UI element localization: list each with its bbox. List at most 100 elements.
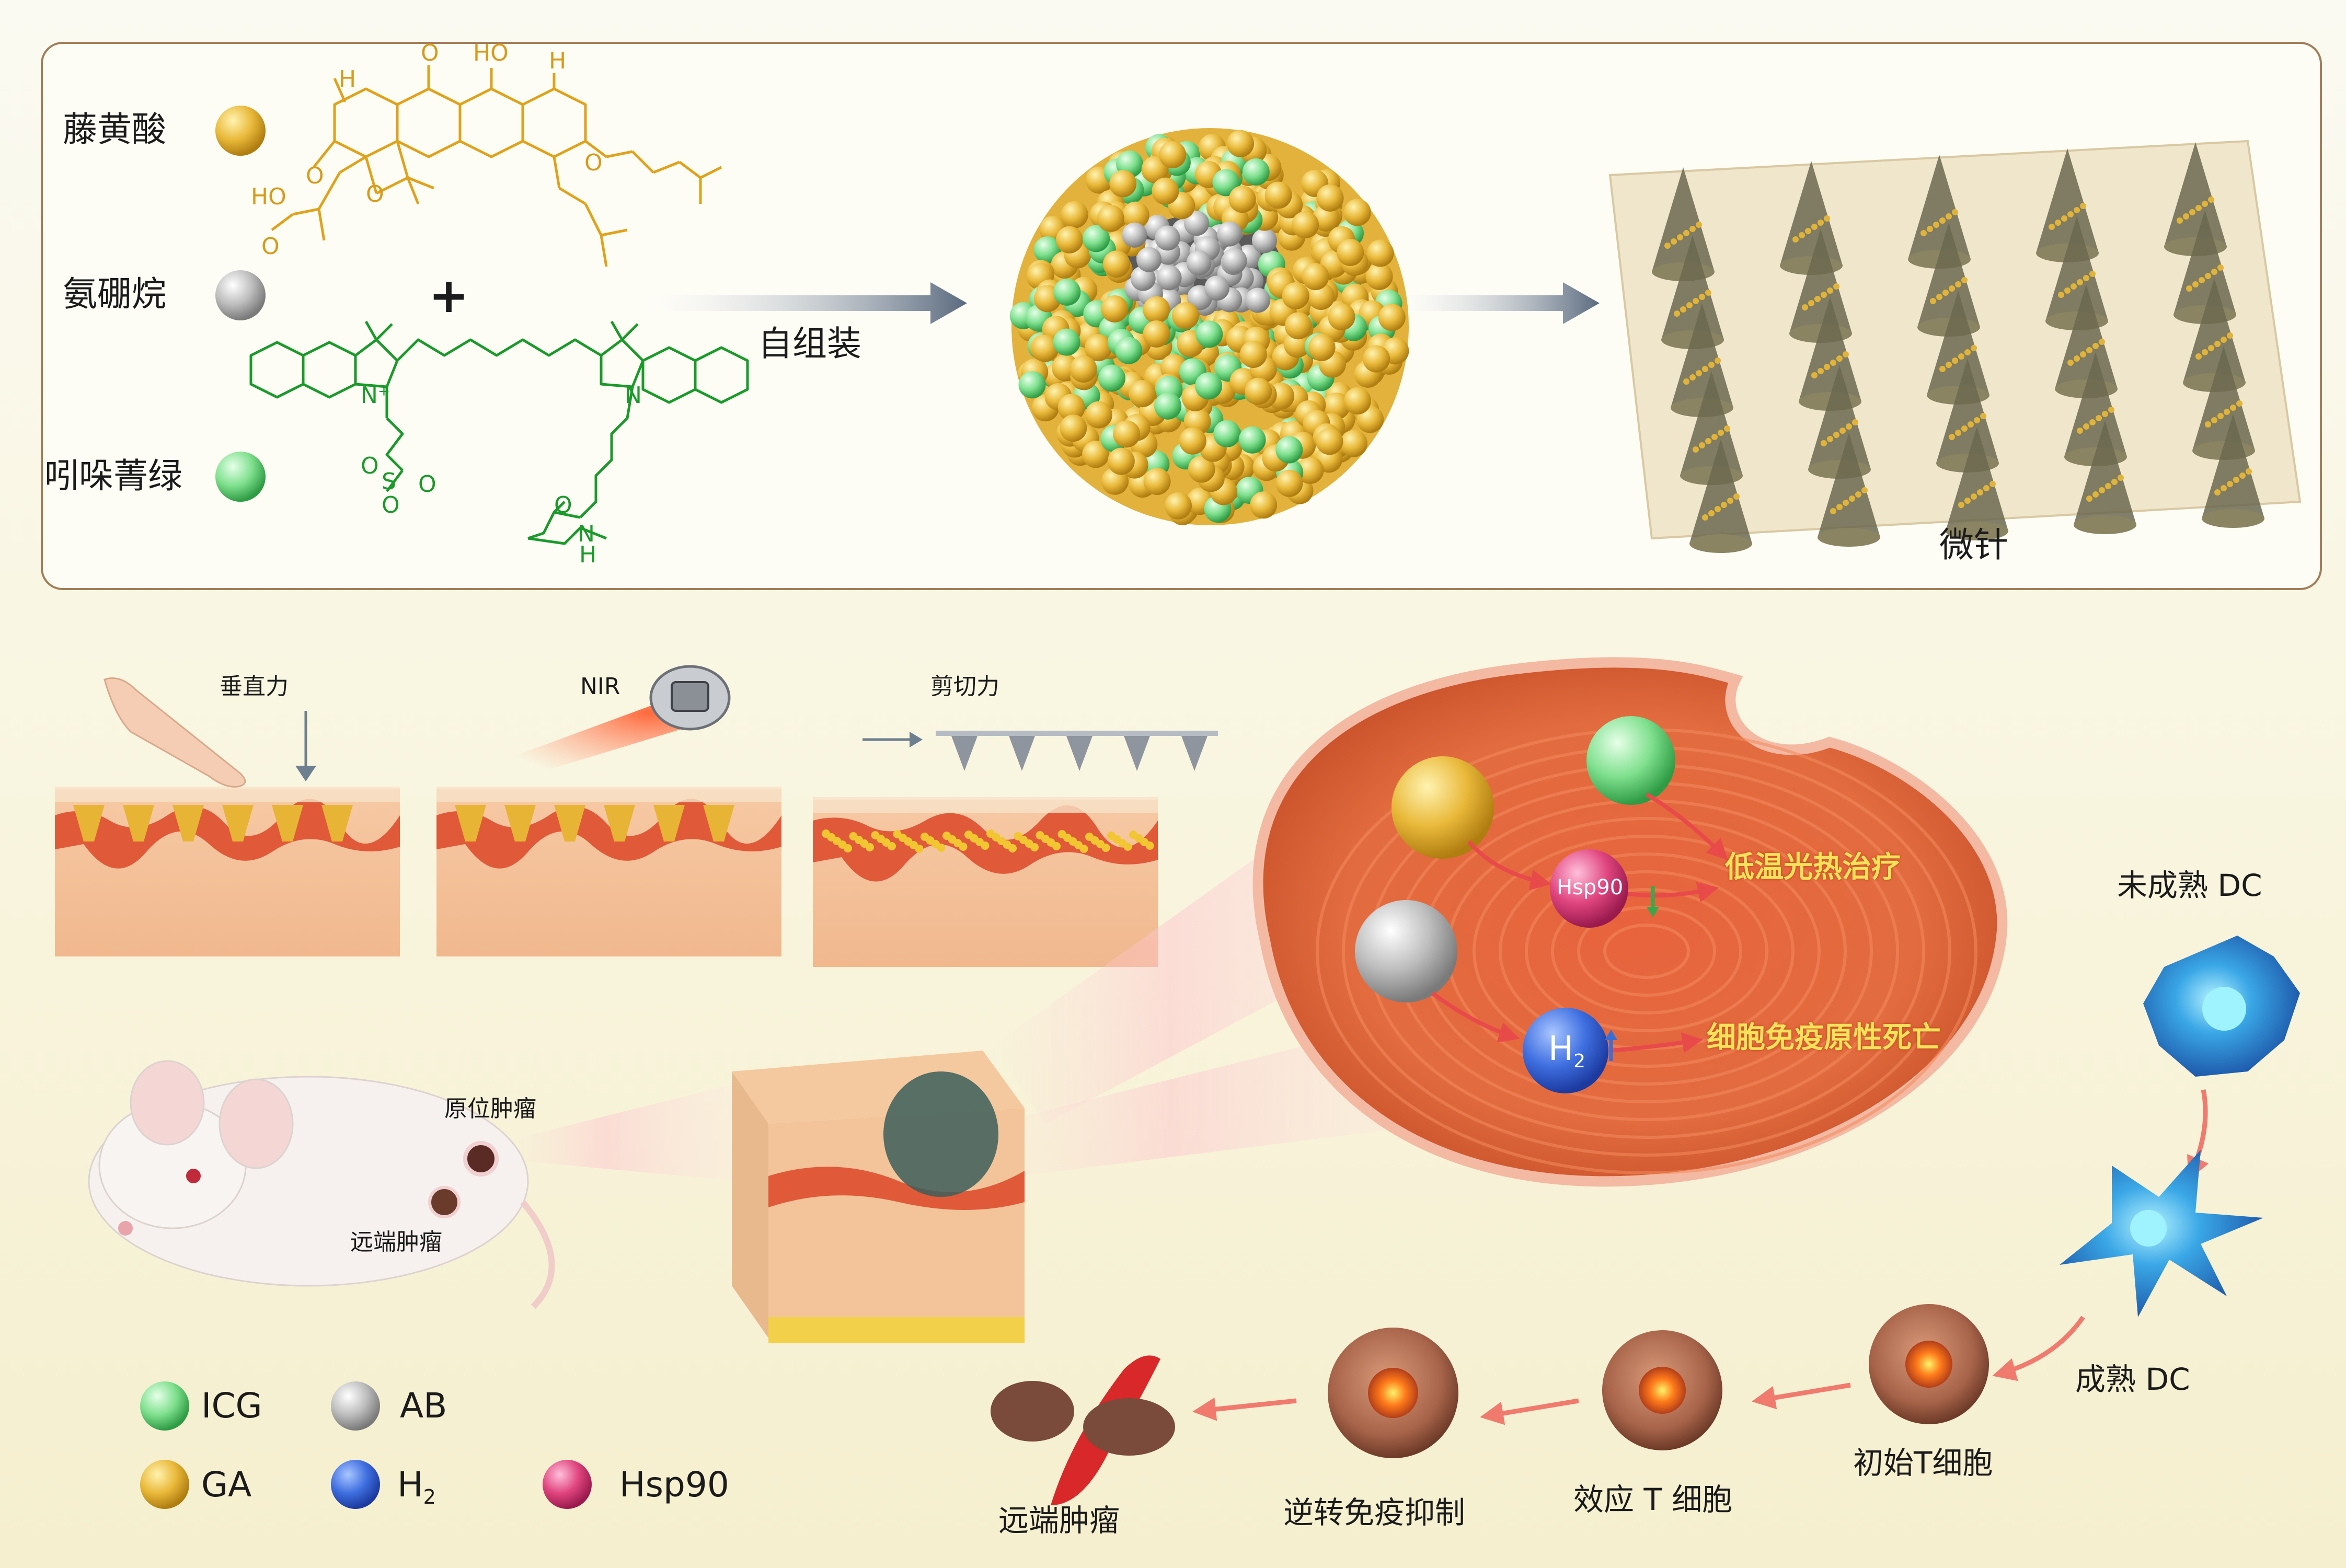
np-sphere [1337, 239, 1364, 267]
microneedle-dot [1833, 432, 1839, 438]
microneedle-base [2202, 509, 2264, 528]
np-ab-sphere [1156, 265, 1182, 291]
microneedle-dot [1705, 438, 1711, 444]
np-sphere [1308, 333, 1336, 361]
to-distant-tumor-arrow [1192, 1397, 1297, 1421]
microneedle-dot [1849, 495, 1855, 502]
microneedle-dot [1811, 372, 1818, 378]
legend-h2-subscript: 2 [423, 1485, 436, 1508]
skin-dot [1008, 844, 1017, 852]
microneedle-dot [1708, 510, 1715, 516]
microneedle-dot [2064, 287, 2071, 294]
label-distant-tumor-end: 远端肿瘤 [998, 1503, 1120, 1538]
microneedle-dot [1683, 230, 1689, 236]
np-sphere [1365, 262, 1393, 290]
np-sphere [1245, 377, 1272, 405]
atom-o1: O [361, 453, 379, 479]
effector-to-reverse-arrow [1480, 1398, 1579, 1425]
microneedle-dot [1811, 224, 1818, 230]
microneedle-dot [2055, 220, 2061, 226]
microneedle-dot [1939, 366, 1946, 372]
microneedle-dot [1983, 485, 1990, 491]
skin-deposit [604, 805, 635, 841]
microneedle-dot [2083, 275, 2089, 281]
effector-t-cell [1602, 1330, 1722, 1450]
cell-ring [1525, 870, 1768, 1032]
np-sphere [1082, 441, 1110, 468]
skin-dot [866, 843, 874, 851]
np-ab-sphere [1122, 222, 1147, 248]
np-ab-sphere [1204, 275, 1229, 301]
np-sphere [1143, 296, 1170, 324]
microneedle-dot [2102, 411, 2108, 417]
microneedle-dot [1696, 370, 1702, 376]
microneedle-dot [2202, 349, 2208, 355]
microneedle-dot [2195, 353, 2202, 360]
np-sphere [1343, 199, 1371, 226]
microneedle-dot [2080, 203, 2086, 209]
skin-deposit [272, 805, 303, 841]
microneedle-dot [1974, 417, 1980, 423]
microneedle-dot [2227, 481, 2233, 487]
microneedle-dot [1955, 430, 1961, 436]
atom-amide-o: O [554, 492, 572, 518]
skin-deposit [703, 805, 734, 841]
np-ab-sphere [1155, 225, 1180, 251]
label-microneedle: 微针 [1939, 525, 2008, 565]
hand-illustration [104, 677, 246, 788]
np-sphere [1070, 355, 1097, 383]
microneedle-dot [1727, 498, 1733, 504]
h2-label: H2 [1548, 1032, 1585, 1071]
np-sphere [1227, 130, 1255, 157]
skin-dot [1101, 844, 1110, 852]
microneedle-dot [2074, 355, 2080, 362]
microneedle-dot [2089, 271, 2096, 277]
microneedle-dot [1818, 368, 1824, 374]
cell-ring [1577, 906, 1716, 997]
skin-deposit [172, 805, 204, 841]
np-ab-sphere [1130, 266, 1156, 291]
legend-h2-ball [331, 1460, 380, 1509]
microneedle-dot [2092, 343, 2099, 349]
np-sphere [1057, 394, 1085, 421]
np-sphere [1061, 201, 1088, 228]
np-sphere [1292, 211, 1319, 239]
np-sphere [1143, 468, 1171, 495]
np-sphere [1322, 393, 1350, 420]
label-nir: NIR [580, 673, 620, 700]
microneedle-dot [1792, 236, 1799, 243]
microneedle-base [1946, 522, 2008, 540]
label-indocyanine-green: 吲哚菁绿 [44, 456, 182, 496]
np-ab-sphere [1222, 248, 1247, 273]
cell-ab-sphere [1355, 900, 1457, 1002]
microneedle-dot [2208, 197, 2214, 203]
microneedle-dot [1836, 504, 1843, 510]
microneedle-dot [1821, 440, 1827, 446]
microneedle-dot [2205, 421, 2211, 428]
microneedle-dot [2096, 415, 2102, 421]
microneedle-dot [1702, 366, 1708, 372]
microneedle-dot [2111, 479, 2118, 485]
np-sphere [1098, 364, 1125, 392]
np-sphere [1152, 177, 1179, 205]
microneedle-dot [1715, 358, 1721, 364]
microneedle-dot [2239, 472, 2246, 479]
microneedle-dot [1843, 500, 1849, 506]
microneedle-dot [1961, 425, 1968, 432]
microneedle-dot [2199, 277, 2205, 283]
microneedle-dot [2246, 468, 2252, 475]
microneedle-dot [2077, 279, 2083, 285]
atom-o: O [421, 40, 439, 66]
microneedle-dot [1958, 353, 1964, 360]
microneedle-dot [2211, 269, 2217, 275]
label-gambogic-acid: 藤黄酸 [63, 109, 166, 149]
microneedle-dot [1933, 222, 1939, 228]
atom-o-left: O [306, 163, 324, 189]
microneedle-dot [2230, 405, 2236, 411]
np-sphere [1109, 170, 1137, 198]
microneedle-dot [2224, 409, 2230, 415]
mouse-illustration [88, 1060, 555, 1309]
distant-tumor-illustration [991, 1355, 1175, 1505]
legend-h2-letter: H [397, 1465, 423, 1505]
label-self-assembly: 自组装 [758, 324, 861, 364]
